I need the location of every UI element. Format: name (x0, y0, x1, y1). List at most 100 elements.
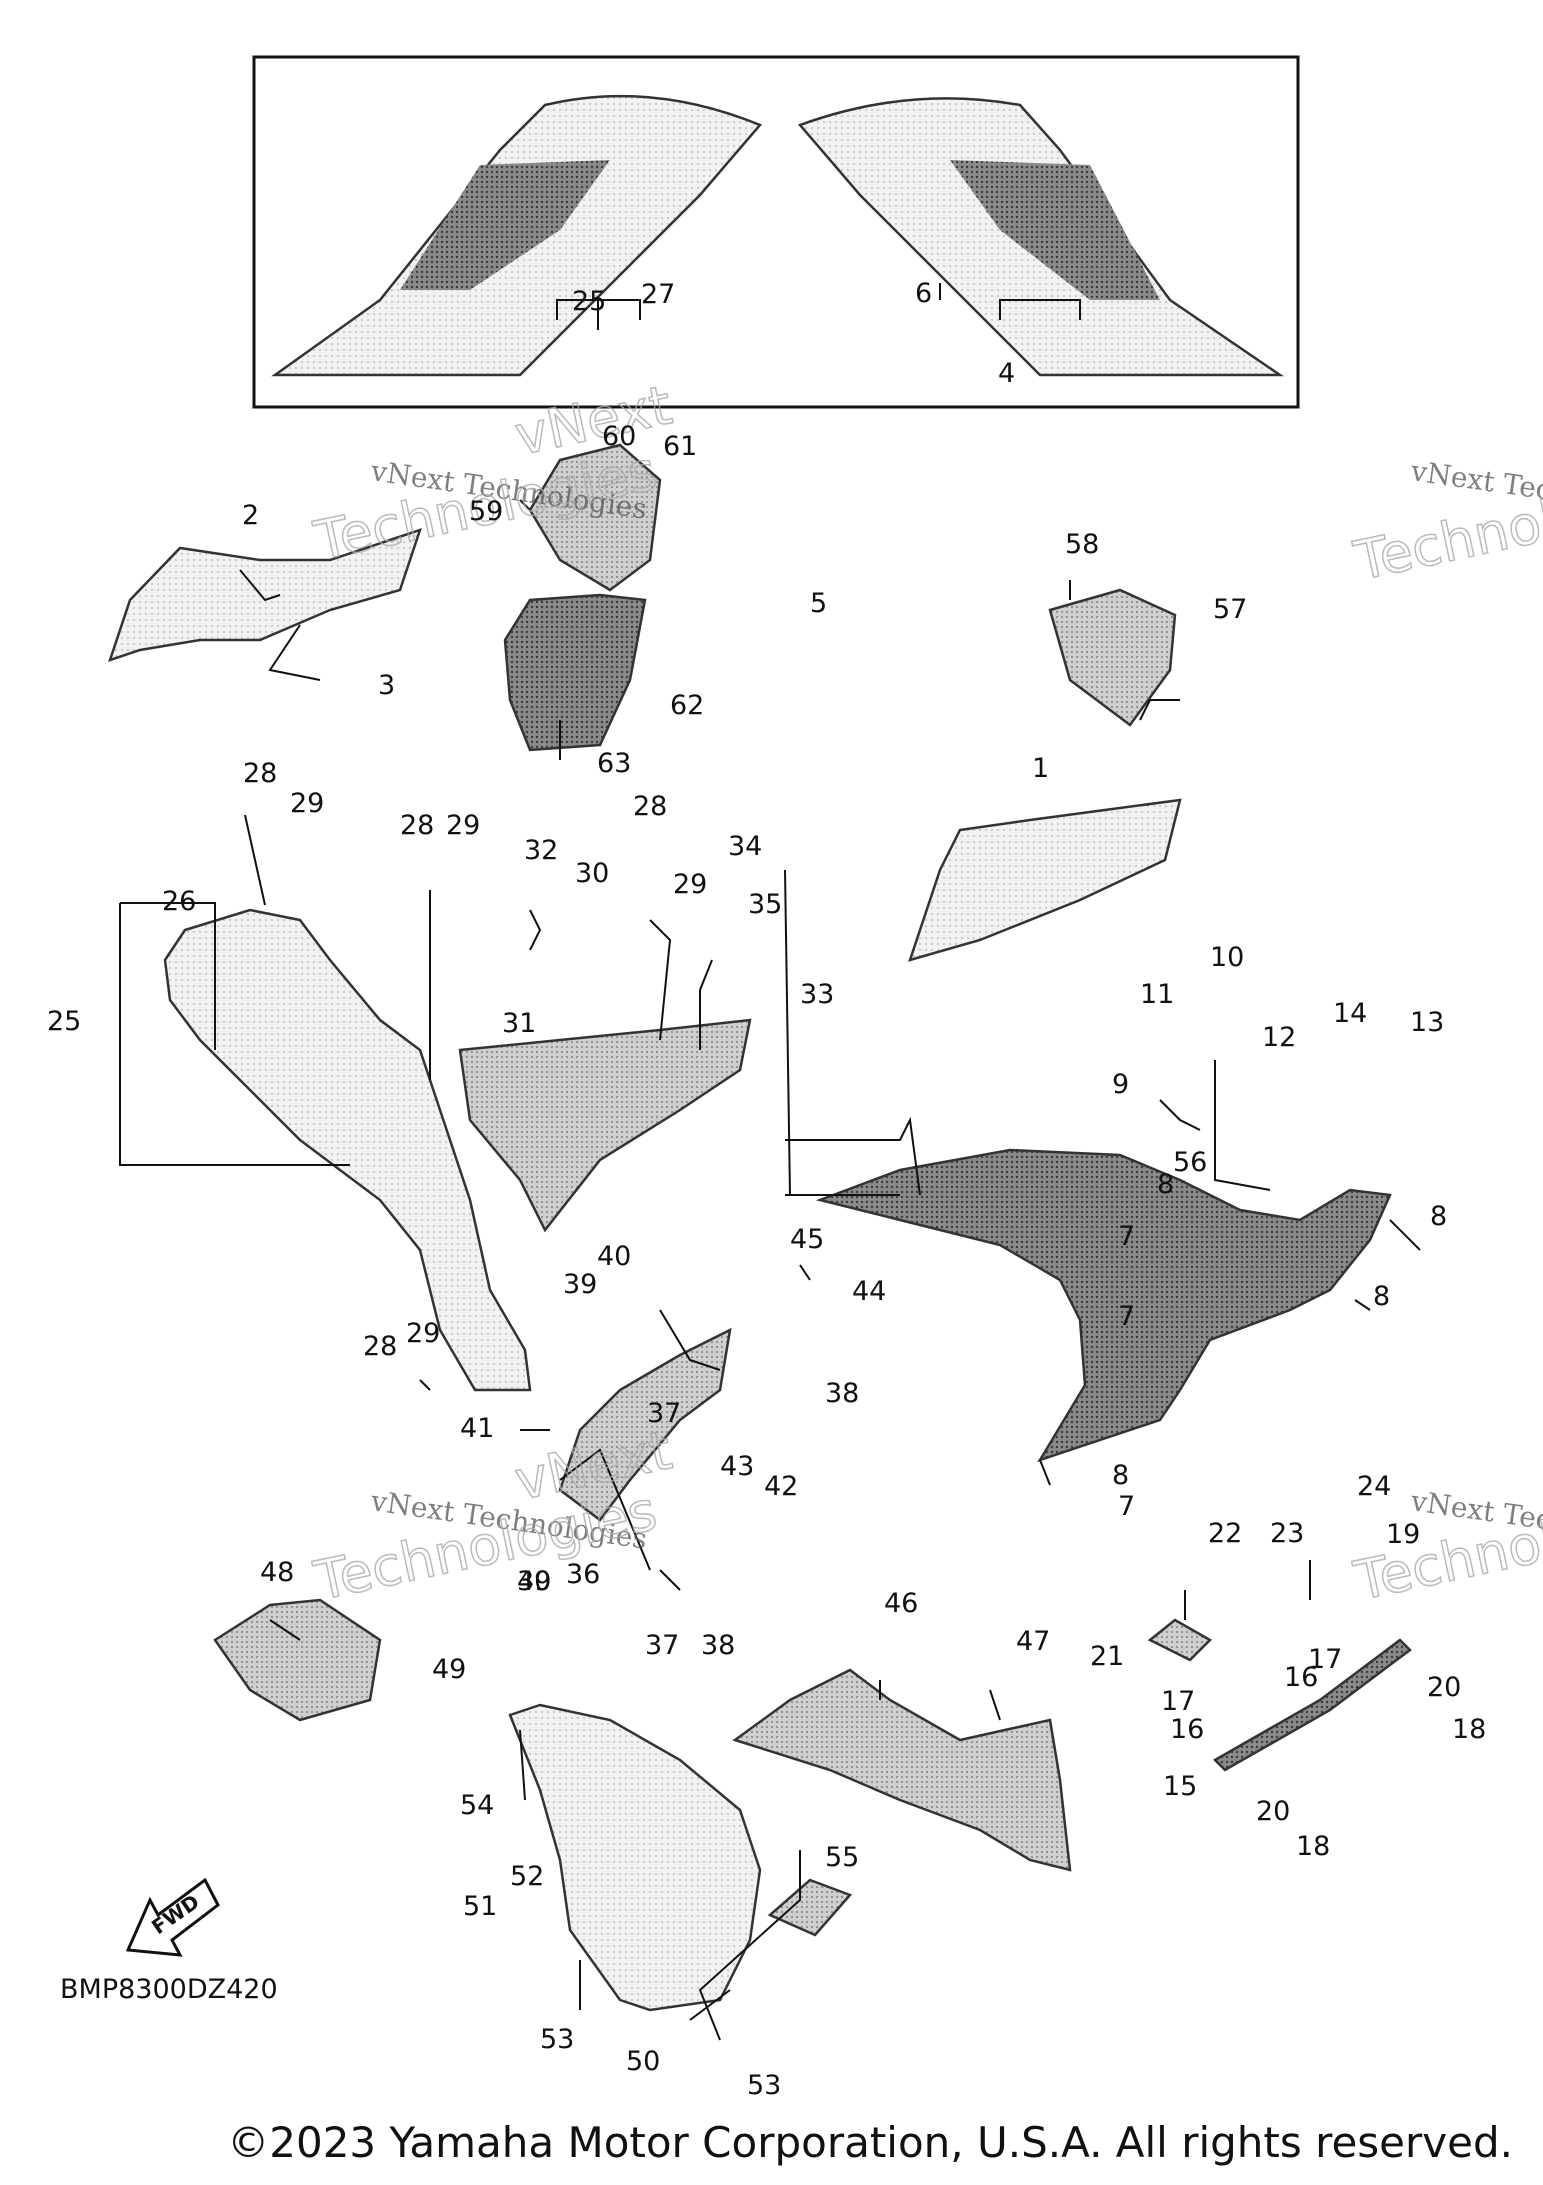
callout-32: 32 (524, 835, 558, 866)
callout-62: 62 (670, 690, 704, 721)
callout-1: 1 (1032, 753, 1049, 784)
part-48-bracket (213, 1598, 382, 1722)
callout-22: 22 (1208, 1518, 1242, 1549)
callout-6: 6 (915, 278, 932, 309)
callout-38: 38 (825, 1378, 859, 1409)
part-15-strip (1212, 1638, 1412, 1772)
callout-48: 48 (260, 1557, 294, 1588)
callout-53: 53 (540, 2024, 574, 2055)
callout-25: 25 (47, 1006, 81, 1037)
callout-61: 61 (663, 431, 697, 462)
callout-38: 38 (701, 1630, 735, 1661)
callout-28: 28 (363, 1331, 397, 1362)
part-36-lower-inner-panel (558, 1327, 732, 1522)
callout-29: 29 (673, 869, 707, 900)
part-1-side-panel (908, 798, 1182, 962)
callout-17: 17 (1161, 1686, 1195, 1717)
part-60-bracket (528, 443, 662, 592)
callout-50: 50 (626, 2046, 660, 2077)
callout-29: 29 (290, 788, 324, 819)
callout-19: 19 (1386, 1519, 1420, 1550)
callout-46: 46 (884, 1588, 918, 1619)
part-50-lower-cowl (508, 1703, 762, 2012)
callout-29: 29 (406, 1318, 440, 1349)
callout-37: 37 (645, 1630, 679, 1661)
callout-18: 18 (1452, 1714, 1486, 1745)
callout-55: 55 (825, 1842, 859, 1873)
callout-47: 47 (1016, 1626, 1050, 1657)
callout-16: 16 (1170, 1714, 1204, 1745)
callout-17: 17 (1308, 1644, 1342, 1675)
callout-53: 53 (747, 2070, 781, 2101)
callout-3: 3 (378, 670, 395, 701)
callout-40: 40 (517, 1566, 551, 1597)
callout-7: 7 (1118, 1491, 1135, 1522)
callout-13: 13 (1410, 1007, 1444, 1038)
copyright-notice: ©2023 Yamaha Motor Corporation, U.S.A. A… (227, 2118, 1513, 2167)
callout-41: 41 (460, 1413, 494, 1444)
decal-inset-frame (252, 55, 1300, 409)
callout-28: 28 (243, 758, 277, 789)
part-25-upper-section (458, 1018, 752, 1233)
part-56-small-cover (1048, 588, 1177, 727)
callout-7: 7 (1118, 1221, 1135, 1252)
callout-54: 54 (460, 1790, 494, 1821)
callout-24: 24 (1357, 1471, 1391, 1502)
callout-14: 14 (1333, 998, 1367, 1029)
callout-11: 11 (1140, 979, 1174, 1010)
callout-43: 43 (720, 1451, 754, 1482)
callout-8: 8 (1112, 1460, 1129, 1491)
left-decal-r1-stripe (400, 160, 610, 290)
callout-10: 10 (1210, 942, 1244, 973)
callout-20: 20 (1427, 1672, 1461, 1703)
part-4-right-side-cowling (815, 1148, 1392, 1463)
callout-35: 35 (748, 889, 782, 920)
callout-28: 28 (633, 791, 667, 822)
callout-34: 34 (728, 831, 762, 862)
part-46-inner-panel (732, 1668, 1072, 1872)
callout-23: 23 (1270, 1518, 1304, 1549)
callout-8: 8 (1430, 1201, 1447, 1232)
callout-40: 40 (597, 1241, 631, 1272)
callout-56: 56 (1173, 1147, 1207, 1178)
part-55-pad (767, 1878, 853, 1937)
part-25-left-side-cowling (163, 908, 532, 1392)
callout-20: 20 (1256, 1796, 1290, 1827)
watermark-left-bottom: vNext vNext Technologies Technologies (308, 1418, 678, 1614)
part-2-inner-panel (108, 528, 422, 662)
callout-39: 39 (563, 1269, 597, 1300)
callout-25: 25 (572, 286, 606, 317)
part-62-air-duct (503, 593, 647, 752)
callout-37: 37 (647, 1398, 681, 1429)
callout-31: 31 (502, 1008, 536, 1039)
diagram-code: BMP8300DZ420 (60, 1974, 278, 2005)
callout-8: 8 (1157, 1169, 1174, 1200)
callout-4: 4 (998, 358, 1015, 389)
callout-28: 28 (400, 810, 434, 841)
callout-5: 5 (810, 588, 827, 619)
callout-29: 29 (446, 810, 480, 841)
callout-30: 30 (575, 858, 609, 889)
callout-57: 57 (1213, 594, 1247, 625)
callout-59: 59 (469, 496, 503, 527)
callout-21: 21 (1090, 1641, 1124, 1672)
callout-51: 51 (463, 1891, 497, 1922)
right-decal-r1-stripe (950, 160, 1160, 300)
callout-49: 49 (432, 1654, 466, 1685)
callout-27: 27 (641, 279, 675, 310)
callout-63: 63 (597, 748, 631, 779)
callout-9: 9 (1112, 1069, 1129, 1100)
callout-26: 26 (162, 886, 196, 917)
forward-arrow-icon: FWD (125, 1877, 220, 1957)
callout-39: 39 (517, 1566, 551, 1597)
callout-44: 44 (852, 1276, 886, 1307)
part-21-bracket (1147, 1618, 1213, 1662)
callout-8: 8 (1373, 1281, 1390, 1312)
callout-58: 58 (1065, 529, 1099, 560)
callout-16: 16 (1284, 1662, 1318, 1693)
callout-15: 15 (1163, 1771, 1197, 1802)
callout-36: 36 (566, 1559, 600, 1590)
watermark-right-top: vNext Technologies Technologies (1348, 454, 1543, 594)
